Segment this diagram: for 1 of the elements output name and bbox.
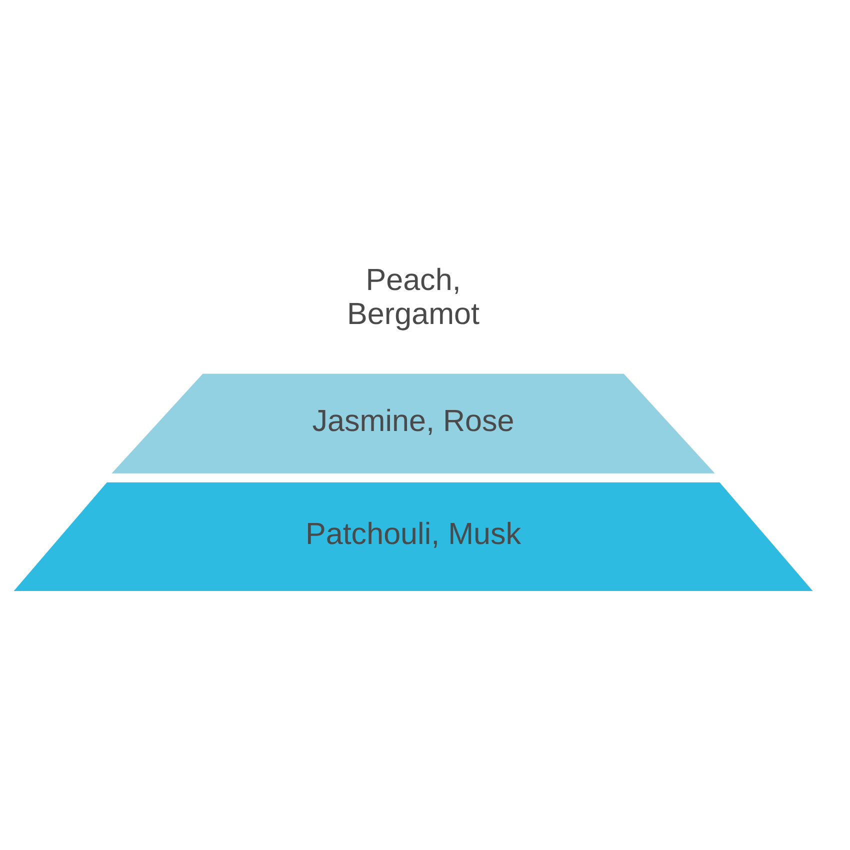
label: Peach, Bergamot — [346, 263, 479, 332]
